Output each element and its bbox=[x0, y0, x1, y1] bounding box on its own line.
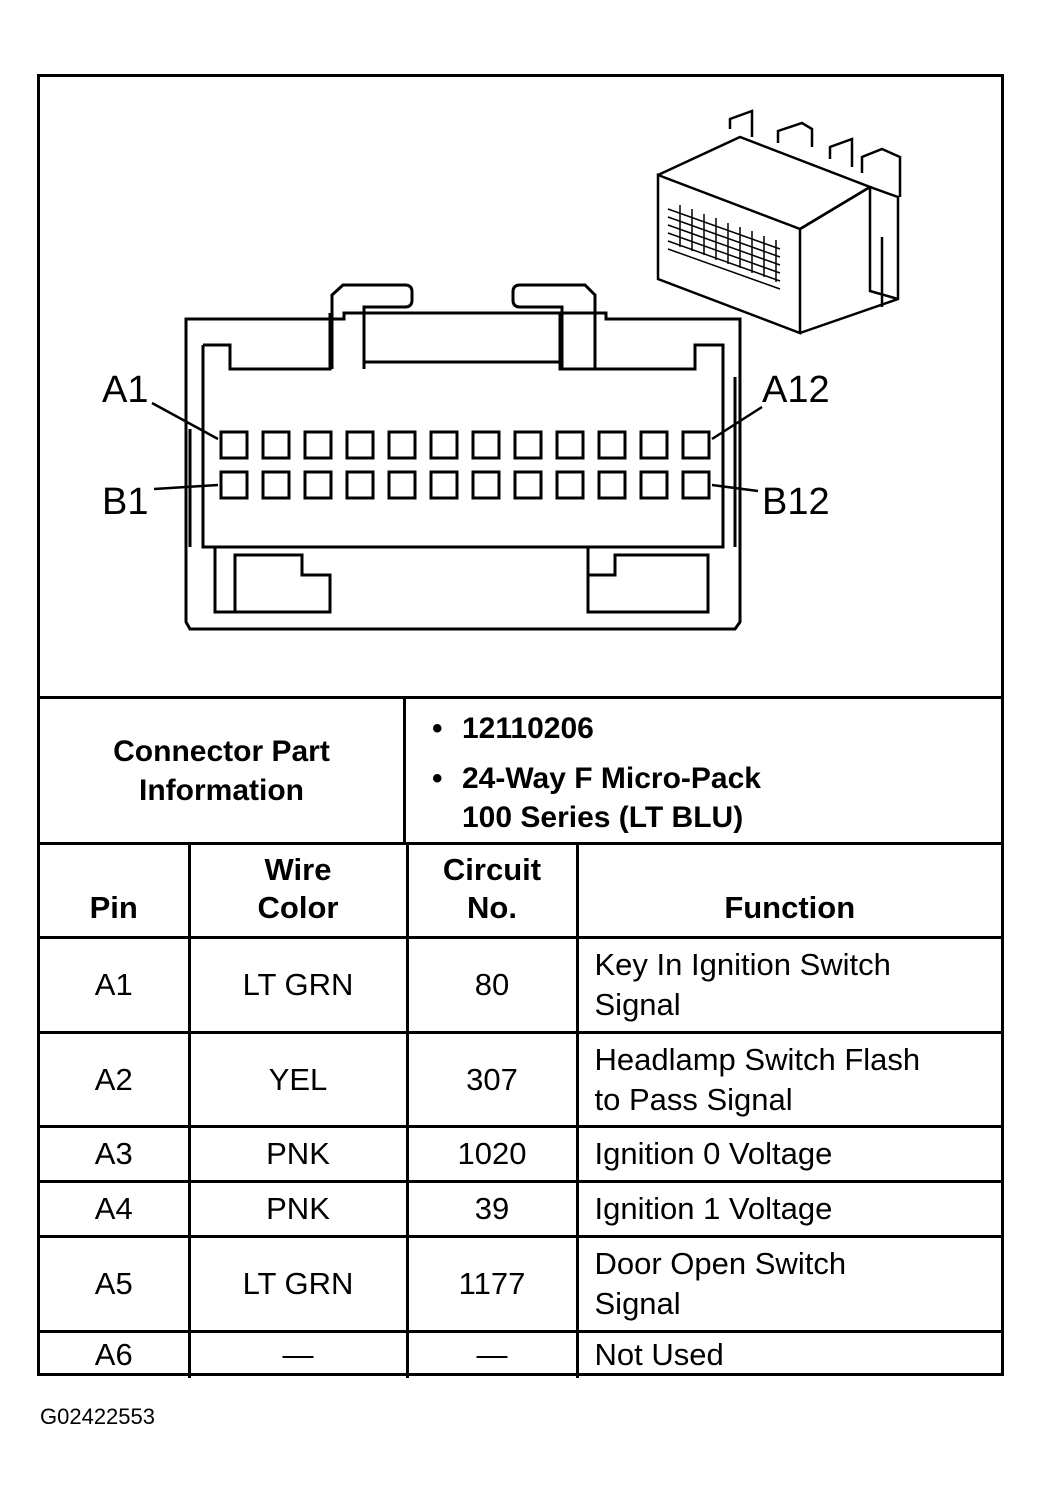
connector-info-row: Connector Part Information • 12110206 • … bbox=[40, 696, 1001, 842]
pin-row-a bbox=[219, 430, 711, 460]
part-number: 12110206 bbox=[462, 712, 594, 745]
latch-tab-left bbox=[330, 283, 414, 369]
pin-label-b12: B12 bbox=[762, 481, 830, 523]
table-row: A4 PNK 39 Ignition 1 Voltage bbox=[40, 1180, 1001, 1238]
table-row: A6 — — Not Used bbox=[40, 1330, 1001, 1378]
cell-function: Key In Ignition Switch Signal bbox=[575, 936, 1001, 1034]
cell-pin: A3 bbox=[40, 1125, 191, 1183]
cell-circuit: 1177 bbox=[405, 1235, 579, 1333]
pin-label-b1: B1 bbox=[102, 481, 149, 523]
figure-id: G02422553 bbox=[40, 1404, 155, 1429]
description-line1: 24-Way F Micro-Pack bbox=[462, 762, 761, 795]
connector-info-details: • 12110206 • 24-Way F Micro-Pack 100 Ser… bbox=[406, 699, 1001, 842]
cell-wire-color: — bbox=[187, 1330, 409, 1378]
connector-info-label-line1: Connector Part bbox=[113, 734, 330, 768]
pin-row-b bbox=[219, 470, 711, 500]
cell-circuit: 1020 bbox=[405, 1125, 579, 1183]
bullet-icon: • bbox=[432, 712, 443, 745]
connector-figure-frame: A1 A12 B1 B12 Connector Part Information… bbox=[37, 74, 1004, 1378]
pin-label-a12: A12 bbox=[762, 369, 830, 411]
cell-wire-color: LT GRN bbox=[187, 936, 409, 1034]
table-row: A2 YEL 307 Headlamp Switch Flash to Pass… bbox=[40, 1031, 1001, 1128]
cell-pin: A2 bbox=[40, 1031, 191, 1128]
table-row: A1 LT GRN 80 Key In Ignition Switch Sign… bbox=[40, 936, 1001, 1034]
latch-tab-right bbox=[511, 283, 597, 369]
header-function: Function bbox=[575, 842, 1001, 939]
cell-wire-color: PNK bbox=[187, 1125, 409, 1183]
leader-b12 bbox=[711, 483, 759, 493]
leader-b1 bbox=[153, 483, 219, 491]
connector-isometric-pins bbox=[667, 205, 781, 290]
cell-circuit: 39 bbox=[405, 1180, 579, 1238]
connector-info-label-line2: Information bbox=[139, 773, 304, 807]
leader-a12 bbox=[711, 405, 763, 441]
connector-housing-outline bbox=[184, 311, 742, 631]
description-item: • 24-Way F Micro-Pack 100 Series (LT BLU… bbox=[432, 759, 761, 837]
header-circuit: Circuit No. bbox=[405, 842, 579, 939]
bullet-icon: • bbox=[432, 762, 443, 795]
cell-pin: A5 bbox=[40, 1235, 191, 1333]
table-header-row: Pin Wire Color Circuit No. Function bbox=[40, 842, 1001, 939]
pin-label-a1: A1 bbox=[102, 369, 149, 411]
leader-a1 bbox=[151, 401, 219, 441]
connector-diagram: A1 A12 B1 B12 bbox=[40, 77, 1001, 696]
table-row: A5 LT GRN 1177 Door Open Switch Signal bbox=[40, 1235, 1001, 1333]
connector-inner-wall bbox=[201, 313, 725, 549]
part-number-item: • 12110206 bbox=[432, 709, 594, 748]
cell-wire-color: LT GRN bbox=[187, 1235, 409, 1333]
connector-foot-left bbox=[213, 547, 332, 614]
header-wire-color: Wire Color bbox=[187, 842, 409, 939]
connector-face-drawing bbox=[151, 109, 902, 631]
cell-function: Ignition 0 Voltage bbox=[575, 1125, 1001, 1183]
connector-foot-right bbox=[586, 547, 710, 614]
cell-wire-color: YEL bbox=[187, 1031, 409, 1128]
cell-function: Not Used bbox=[575, 1330, 1001, 1378]
cell-circuit: — bbox=[405, 1330, 579, 1378]
description-line2: 100 Series (LT BLU) bbox=[462, 801, 744, 834]
connector-isometric-icon bbox=[656, 109, 902, 335]
cell-circuit: 307 bbox=[405, 1031, 579, 1128]
connector-info-label: Connector Part Information bbox=[40, 699, 406, 842]
cell-circuit: 80 bbox=[405, 936, 579, 1034]
cell-function: Door Open Switch Signal bbox=[575, 1235, 1001, 1333]
cell-function: Headlamp Switch Flash to Pass Signal bbox=[575, 1031, 1001, 1128]
pinout-table: Pin Wire Color Circuit No. Function A1 L… bbox=[40, 842, 1001, 1378]
table-row: A3 PNK 1020 Ignition 0 Voltage bbox=[40, 1125, 1001, 1183]
cell-pin: A1 bbox=[40, 936, 191, 1034]
cell-wire-color: PNK bbox=[187, 1180, 409, 1238]
cell-pin: A6 bbox=[40, 1330, 191, 1378]
header-pin: Pin bbox=[40, 842, 191, 939]
cell-function: Ignition 1 Voltage bbox=[575, 1180, 1001, 1238]
cell-pin: A4 bbox=[40, 1180, 191, 1238]
